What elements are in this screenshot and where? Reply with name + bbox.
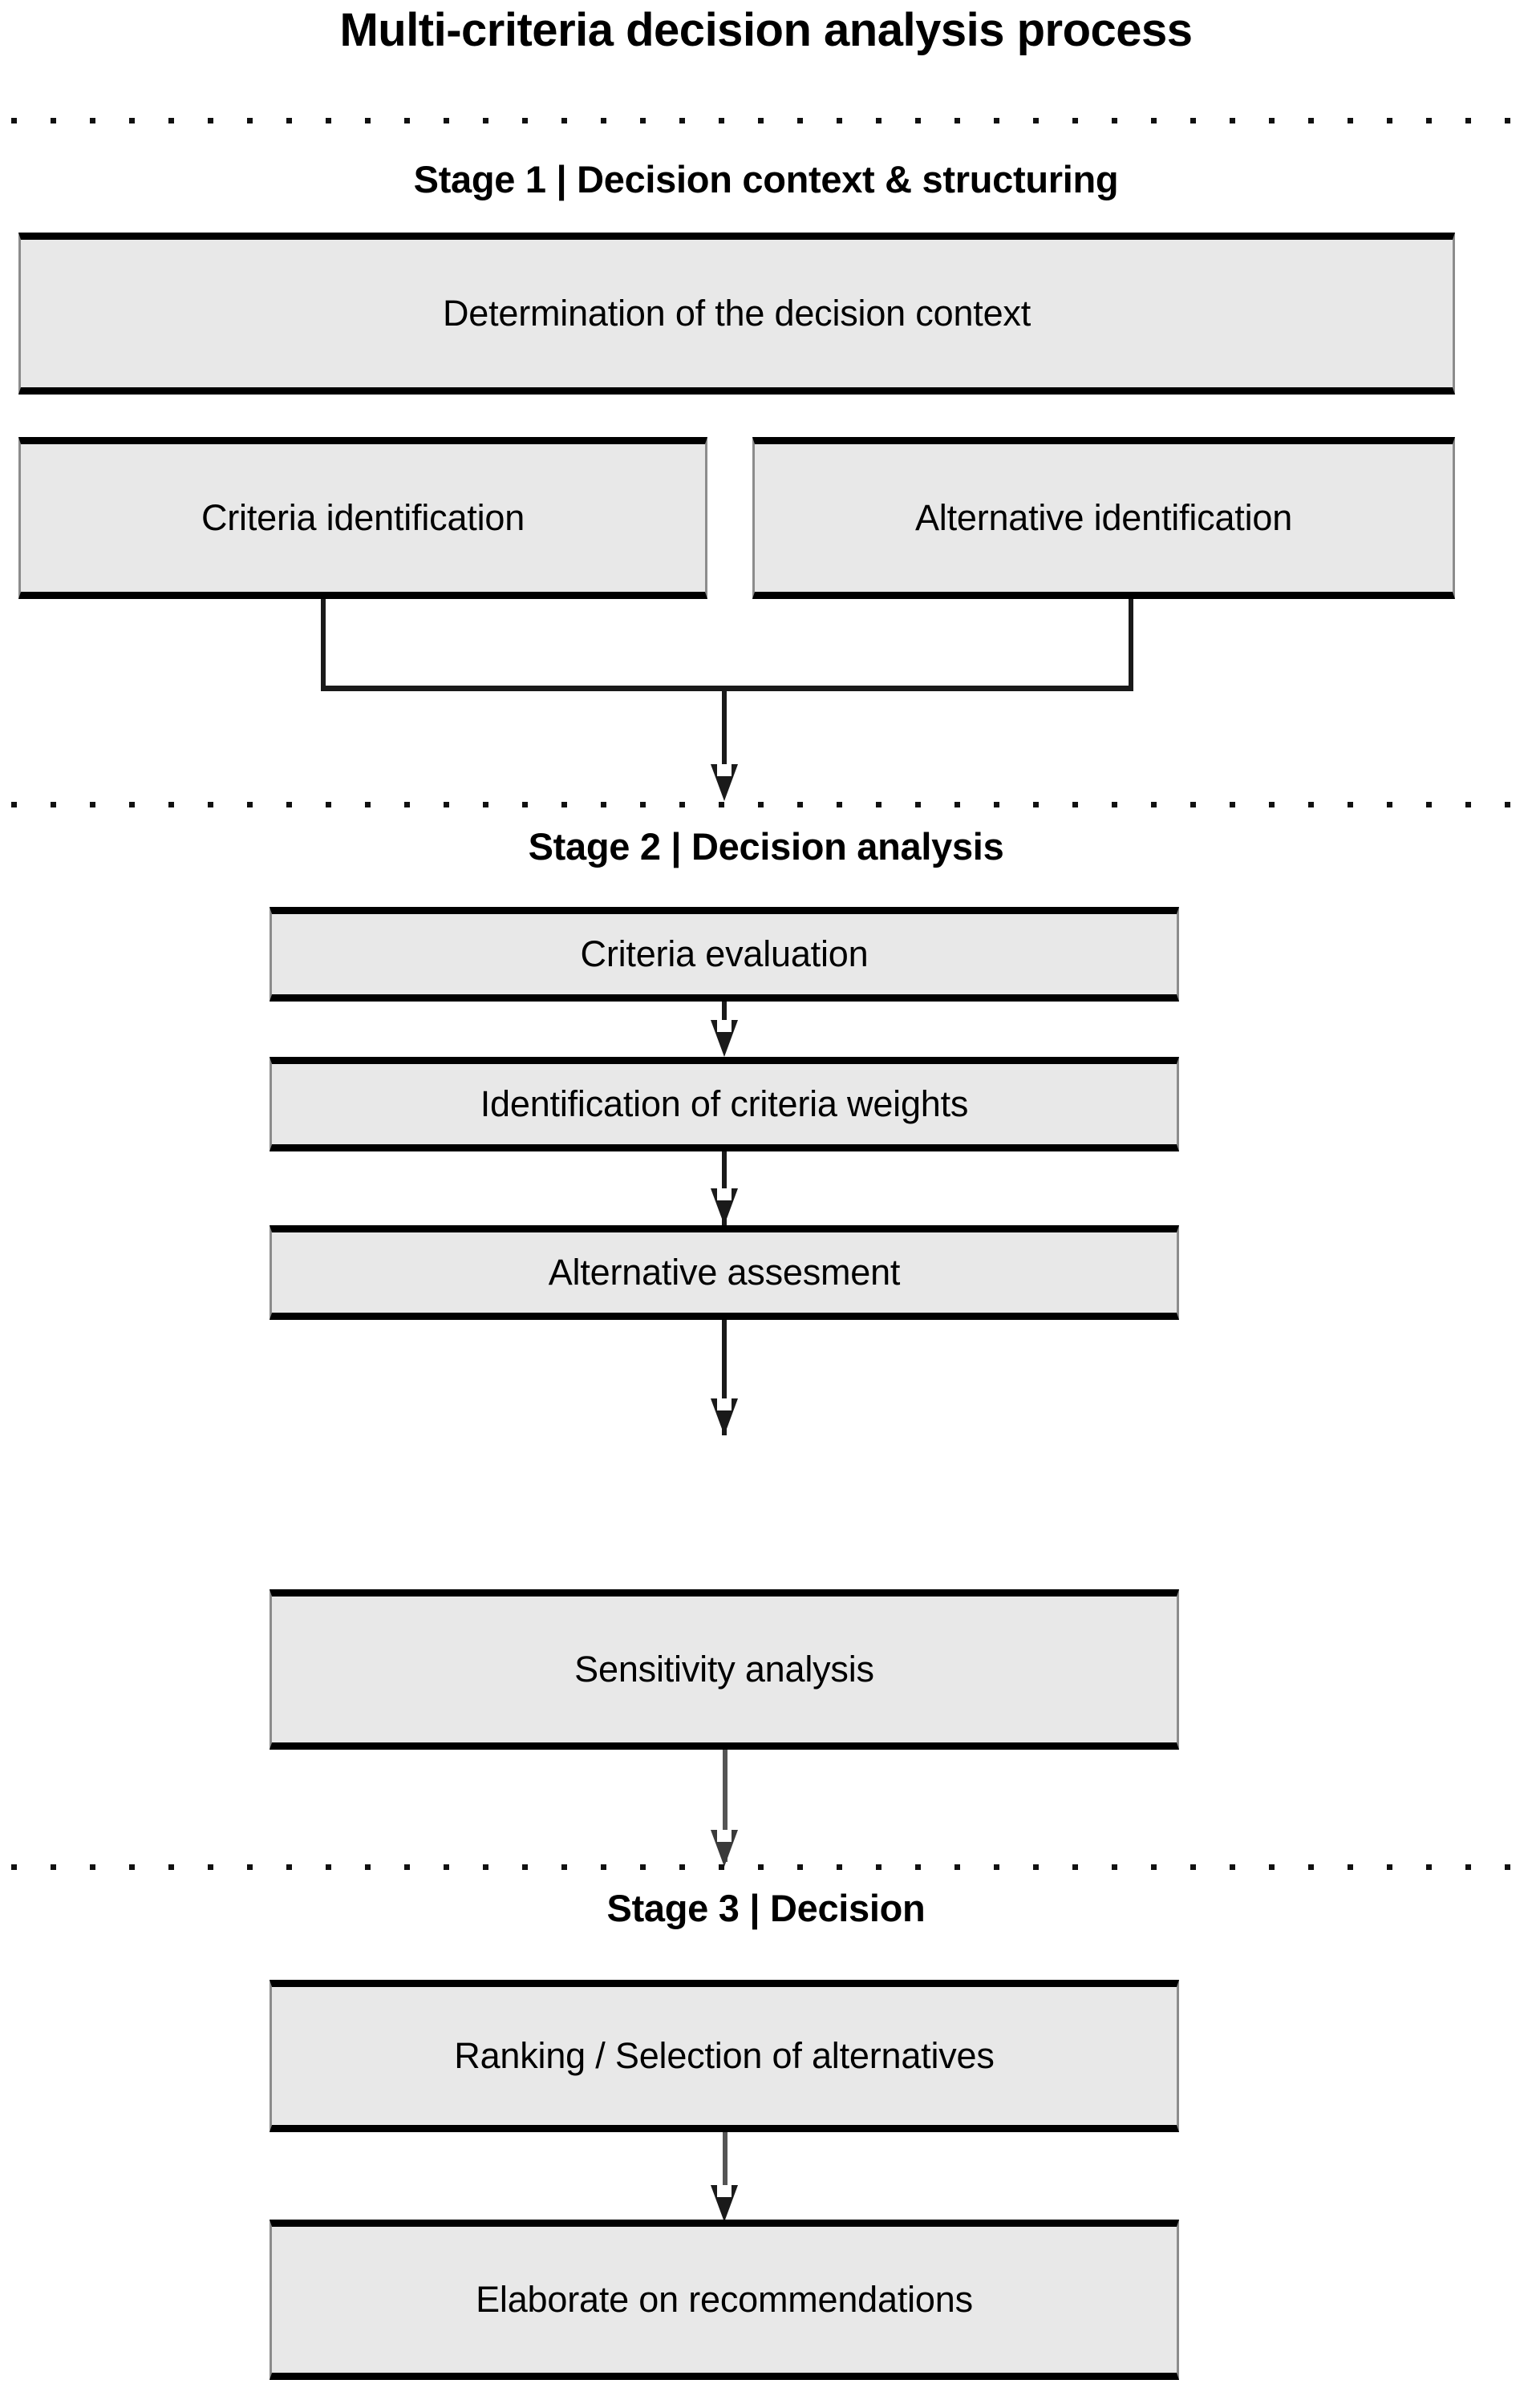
arrow-head-icon — [711, 2185, 738, 2222]
page-title: Multi-criteria decision analysis process — [339, 4, 1193, 56]
connector-line-center-stem — [722, 686, 727, 764]
node-label: Criteria identification — [201, 497, 525, 539]
node-sensitivity-analysis[interactable]: Sensitivity analysis — [270, 1589, 1179, 1750]
arrow-head-icon — [711, 1188, 738, 1225]
node-ranking-selection-of-alternatives[interactable]: Ranking / Selection of alternatives — [270, 1980, 1179, 2132]
node-criteria-identification[interactable]: Criteria identification — [18, 437, 707, 599]
node-determination-of-the-decision-context[interactable]: Determination of the decision context — [18, 233, 1455, 395]
node-identification-of-criteria-weights[interactable]: Identification of criteria weights — [270, 1057, 1179, 1151]
node-label: Ranking / Selection of alternatives — [454, 2035, 995, 2077]
separator-above-stage-2 — [11, 802, 1521, 807]
node-alternative-assesment[interactable]: Alternative assesment — [270, 1225, 1179, 1320]
stage-2-label: Stage 2 | Decision analysis — [528, 825, 1004, 868]
connector-line — [723, 1750, 727, 1862]
node-alternative-identification[interactable]: Alternative identification — [752, 437, 1455, 599]
node-label: Alternative assesment — [548, 1252, 901, 1293]
arrow-head-icon — [711, 1020, 738, 1057]
arrow-head-icon — [711, 1398, 738, 1435]
connector-line — [723, 2132, 727, 2212]
node-criteria-evaluation[interactable]: Criteria evaluation — [270, 907, 1179, 1002]
connector-line-right-drop — [1129, 599, 1133, 689]
stage-3-label: Stage 3 | Decision — [606, 1887, 926, 1929]
connector-line-left-drop — [321, 599, 326, 689]
node-label: Alternative identification — [914, 497, 1293, 539]
node-label: Determination of the decision context — [442, 293, 1031, 334]
separator-above-stage-3 — [11, 1864, 1521, 1870]
connector-line — [722, 1320, 727, 1435]
node-label: Criteria evaluation — [580, 933, 869, 975]
node-elaborate-on-recommendations[interactable]: Elaborate on recommendations — [270, 2220, 1179, 2380]
stage-1-label: Stage 1 | Decision context & structuring — [413, 158, 1119, 200]
separator-above-stage-1 — [11, 118, 1521, 123]
node-label: Elaborate on recommendations — [476, 2279, 973, 2321]
node-label: Identification of criteria weights — [480, 1083, 969, 1125]
connector-line-join-bar — [321, 686, 1133, 691]
arrow-head-icon — [711, 764, 738, 801]
node-label: Sensitivity analysis — [574, 1649, 874, 1690]
arrow-head-icon — [711, 1830, 738, 1867]
